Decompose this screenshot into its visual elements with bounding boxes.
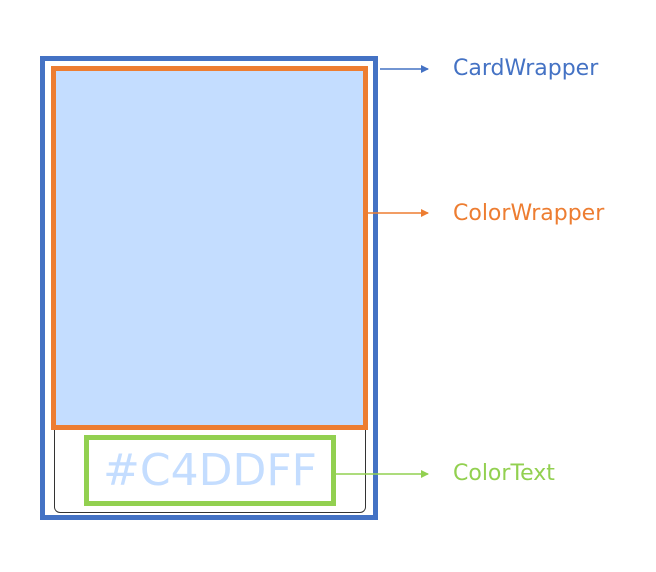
color-wrapper-label: ColorWrapper <box>453 201 605 226</box>
color-hex-text: #C4DDFF <box>103 444 317 496</box>
color-text-frame: #C4DDFF <box>84 435 336 506</box>
color-wrapper-swatch <box>51 66 368 430</box>
card-wrapper-label: CardWrapper <box>453 56 599 81</box>
color-text-label: ColorText <box>453 461 555 486</box>
